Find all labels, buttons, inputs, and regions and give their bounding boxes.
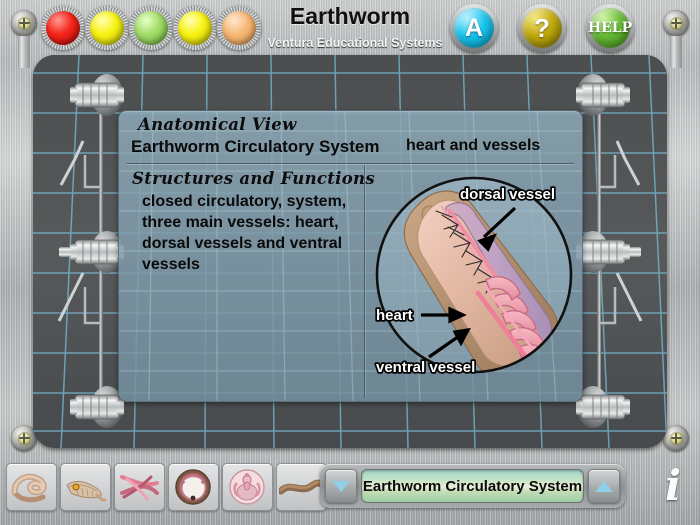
bolt-post-left (18, 36, 30, 68)
thumb-whole-worm[interactable] (6, 463, 57, 511)
lamp-red[interactable] (41, 6, 85, 50)
current-topic-display: Earthworm Circulatory System (361, 469, 584, 503)
help-button[interactable]: HELP (586, 4, 634, 52)
thumbnail-bar (6, 463, 327, 511)
column-divider (364, 165, 365, 398)
content-panel: Anatomical View Earthworm Circulatory Sy… (118, 110, 583, 402)
topic-title: Earthworm Circulatory System (131, 137, 380, 156)
lamp-yellow-1[interactable] (85, 6, 129, 50)
thumb-worm-head[interactable] (60, 463, 111, 511)
thumb-vessels[interactable] (114, 463, 165, 511)
info-icon[interactable]: i (665, 461, 681, 510)
corner-bolt-bottom-left (11, 425, 37, 451)
previous-button[interactable] (325, 469, 357, 503)
worm-head-icon (66, 480, 107, 502)
anatomical-view-label: Anatomical View (138, 115, 297, 134)
label-heart: heart (376, 307, 413, 324)
about-button-label: A (454, 8, 494, 48)
thumb-worm-body[interactable] (276, 463, 327, 511)
next-button[interactable] (588, 469, 620, 503)
about-button[interactable]: A (450, 4, 498, 52)
label-ventral-vessel: ventral vessel (376, 359, 475, 376)
crossed-vessels-icon (120, 475, 159, 501)
navigation-bar: Earthworm Circulatory System (320, 464, 625, 508)
help-button-label: HELP (588, 8, 632, 48)
corner-bolt-top-right (663, 10, 689, 36)
thumb-anterior-section[interactable] (222, 463, 273, 511)
structures-functions-label: Structures and Functions (132, 169, 375, 188)
question-button-label: ? (522, 8, 562, 48)
thumb-cross-section[interactable] (168, 463, 219, 511)
topic-subtitle: heart and vessels (406, 137, 541, 154)
header-divider (127, 163, 574, 164)
corner-bolt-top-left (11, 10, 37, 36)
chevron-down-icon (332, 480, 350, 492)
worm-body-icon (279, 479, 324, 495)
vendor-label: Ventura Educational Systems (267, 36, 443, 50)
lamp-green[interactable] (129, 6, 173, 50)
corner-bolt-bottom-right (663, 425, 689, 451)
structures-functions-body: closed circulatory, system, three main v… (142, 193, 347, 273)
chevron-up-icon (595, 480, 613, 492)
lamp-orange[interactable] (217, 6, 261, 50)
label-dorsal-vessel: dorsal vessel (460, 186, 555, 203)
anterior-section-icon (229, 469, 265, 505)
question-button[interactable]: ? (518, 4, 566, 52)
page-title: Earthworm (289, 3, 411, 29)
bolt-post-right (670, 36, 682, 68)
coiled-worm-icon (11, 473, 47, 503)
anatomy-illustration: dorsal vessel heart ventral vessel (374, 167, 574, 395)
cross-section-icon (175, 469, 211, 505)
lamp-yellow-2[interactable] (173, 6, 217, 50)
display-screen: Anatomical View Earthworm Circulatory Sy… (33, 55, 667, 448)
